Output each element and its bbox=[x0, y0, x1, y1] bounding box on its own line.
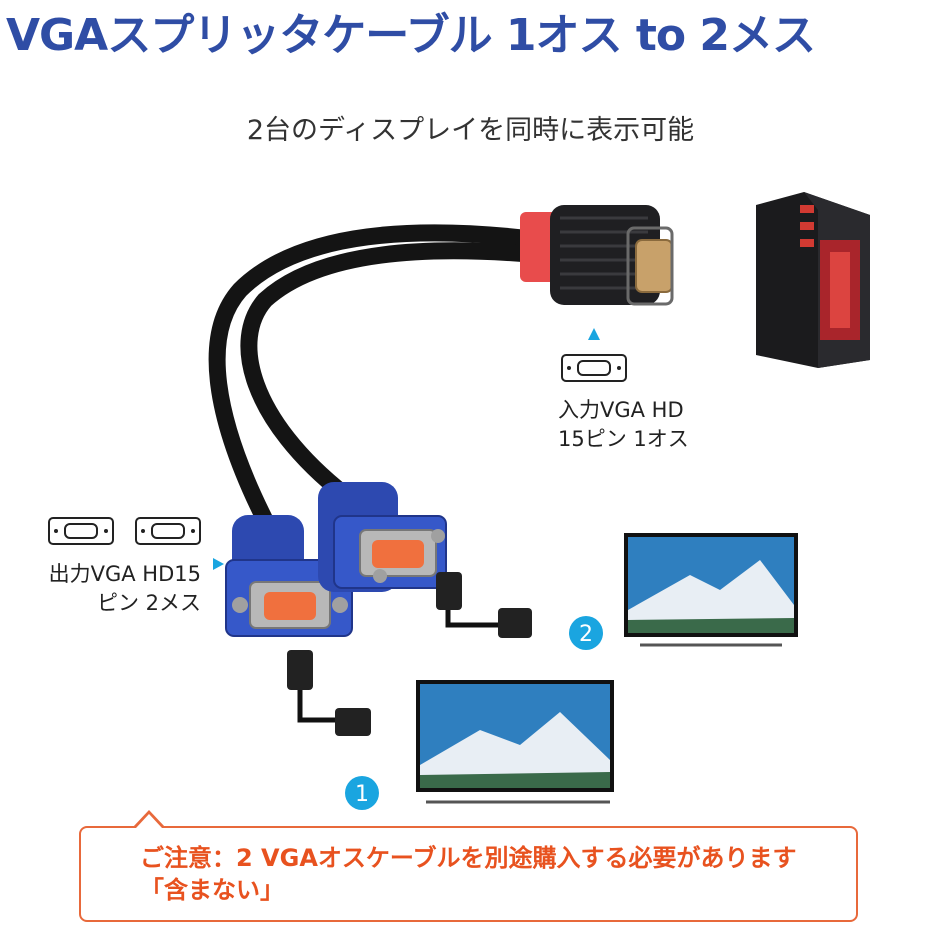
page-subtitle: 2台のディスプレイを同時に表示可能 bbox=[246, 115, 695, 146]
display-marker-1-label: 1 bbox=[355, 782, 369, 807]
display-marker-2: 2 bbox=[569, 616, 603, 650]
monitor-icon-2 bbox=[624, 533, 798, 647]
page-title: VGAスプリッタケーブル 1オス to 2メス bbox=[6, 10, 816, 61]
vga-cable-small-2 bbox=[436, 572, 532, 638]
monitor-icon-1 bbox=[416, 680, 614, 804]
input-label-line1: 入力VGA HD bbox=[558, 398, 684, 422]
male-vga-connector bbox=[520, 205, 674, 306]
notice-tail-inner bbox=[136, 814, 162, 828]
notice-box bbox=[79, 826, 858, 922]
notice-text: ご注意：2 VGAオスケーブルを別途購入する必要があります「含まない」 bbox=[140, 844, 797, 904]
splitter-cable bbox=[208, 224, 549, 529]
output-label-line1: 出力VGA HD15 bbox=[48, 562, 201, 586]
display-marker-2-label: 2 bbox=[579, 622, 593, 647]
female-vga-connector-1 bbox=[225, 515, 353, 637]
vga-port-icon bbox=[48, 517, 114, 545]
triangle-pointer-icon bbox=[213, 558, 224, 570]
vga-port-icon bbox=[135, 517, 201, 545]
input-label: 入力VGA HD 15ピン 1オス bbox=[558, 396, 689, 454]
pc-tower-icon bbox=[756, 192, 870, 368]
triangle-pointer-icon bbox=[588, 328, 600, 340]
display-marker-1: 1 bbox=[345, 776, 379, 810]
output-label: 出力VGA HD15 ピン 2メス bbox=[33, 560, 201, 618]
output-label-line2: ピン 2メス bbox=[96, 591, 201, 615]
input-label-line2: 15ピン 1オス bbox=[558, 427, 689, 451]
vga-port-icon bbox=[561, 354, 627, 382]
female-vga-connector-2 bbox=[318, 482, 447, 592]
vga-cable-small-1 bbox=[287, 650, 371, 736]
